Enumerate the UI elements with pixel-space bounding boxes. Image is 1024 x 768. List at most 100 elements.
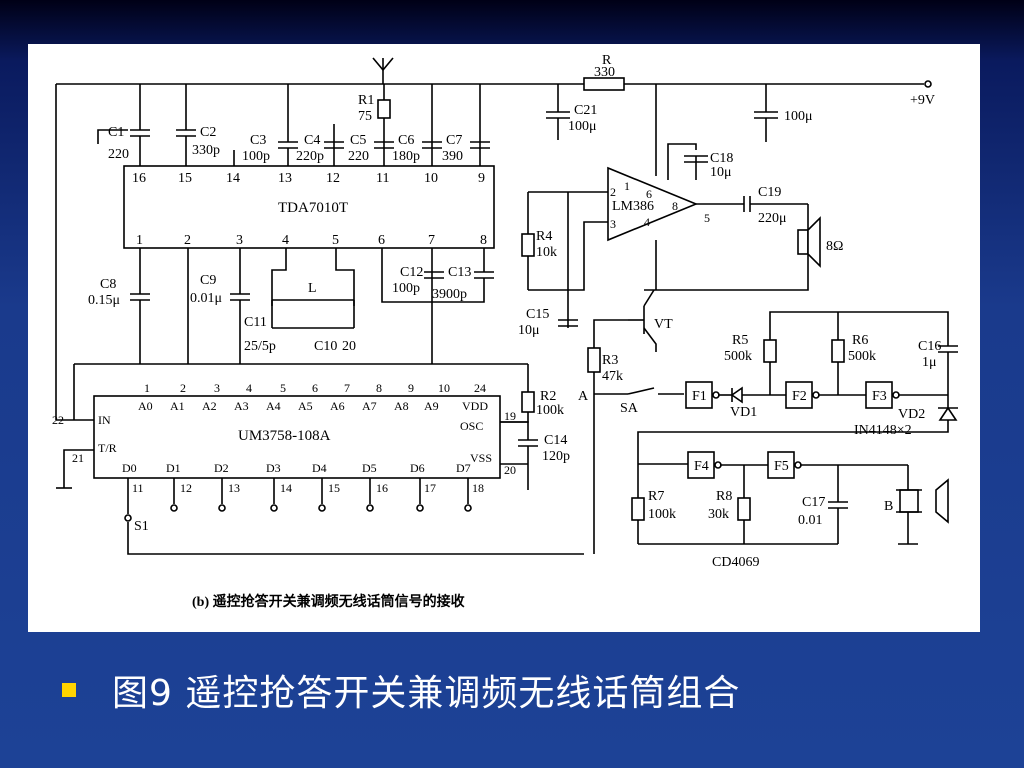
c18-value: 10μ xyxy=(710,165,732,180)
tda7010t-top-pins: 16 15 14 13 12 11 10 9 xyxy=(132,171,485,186)
pin-label: 4 xyxy=(282,233,289,248)
component-labels: C1 220 C2 330p C3 100p C4 220p C5 220 C6… xyxy=(88,53,941,570)
tda7010t-label: TDA7010T xyxy=(278,200,348,216)
pin-label: 15 xyxy=(178,171,192,186)
slide-caption: 图9 遥控抢答开关兼调频无线话筒组合 xyxy=(112,673,741,714)
r-label: R xyxy=(602,53,612,68)
r3-value: 47k xyxy=(602,369,623,384)
c13-label: C13 xyxy=(448,265,471,280)
c16-label: C16 xyxy=(918,339,941,354)
pin-label: 10 xyxy=(438,381,450,395)
pin-label: 13 xyxy=(278,171,292,186)
c1-label: C1 xyxy=(108,125,124,140)
pin-label: A5 xyxy=(298,399,313,413)
node-a-label: A xyxy=(578,389,589,404)
pin-label: 14 xyxy=(226,171,240,186)
r5-value: 500k xyxy=(724,349,752,364)
vd1-label: VD1 xyxy=(730,405,757,420)
pin-label: 6 xyxy=(312,381,318,395)
pin-label: 1 xyxy=(624,179,630,193)
c7-value: 390 xyxy=(442,149,463,164)
f4-label: F4 xyxy=(694,459,709,474)
um3758-label: UM3758-108A xyxy=(238,428,331,444)
pin-label: 1 xyxy=(144,381,150,395)
diode-note: IN4148×2 xyxy=(854,423,912,438)
pin-label: 9 xyxy=(408,381,414,395)
slide-bullet-line: 图9 遥控抢答开关兼调频无线话筒组合 xyxy=(62,662,740,718)
c2-value: 330p xyxy=(192,143,220,158)
tda7010t-bottom-pins: 1 2 3 4 5 6 7 8 xyxy=(136,233,487,248)
r6-value: 500k xyxy=(848,349,876,364)
c11-label: C11 xyxy=(244,315,267,330)
pin-label: 5 xyxy=(280,381,286,395)
c11-value: 25/5p xyxy=(244,339,276,354)
c5-label: C5 xyxy=(350,133,366,148)
pin-label: A6 xyxy=(330,399,345,413)
pin-label: A8 xyxy=(394,399,409,413)
pin-label: 9 xyxy=(478,171,485,186)
vss-label: VSS xyxy=(470,451,492,465)
pin-label: 24 xyxy=(474,381,486,395)
c14-value: 120p xyxy=(542,449,570,464)
pin-label: D6 xyxy=(410,461,425,475)
pin-label: 7 xyxy=(428,233,435,248)
r3-label: R3 xyxy=(602,353,618,368)
pin-label: A2 xyxy=(202,399,217,413)
f3-label: F3 xyxy=(872,389,887,404)
l-label: L xyxy=(308,281,317,296)
c9-value: 0.01μ xyxy=(190,291,222,306)
pin-label: 16 xyxy=(376,481,388,495)
c2-label: C2 xyxy=(200,125,216,140)
pin-label: 5 xyxy=(332,233,339,248)
c10-label: C10 xyxy=(314,339,337,354)
pin-label: A4 xyxy=(266,399,281,413)
f2-label: F2 xyxy=(792,389,807,404)
c3-value: 100p xyxy=(242,149,270,164)
vcc-label: +9V xyxy=(910,93,935,108)
pin-label: 6 xyxy=(378,233,385,248)
pin-label: 22 xyxy=(52,413,64,427)
c7-label: C7 xyxy=(446,133,462,148)
um3758-side-labels: VDD OSC VSS IN T/R 19 20 21 22 xyxy=(52,399,516,477)
pin-label: 20 xyxy=(504,463,516,477)
c18-label: C18 xyxy=(710,151,733,166)
pin-label: 3 xyxy=(610,217,616,231)
r-value: 330 xyxy=(594,65,615,80)
c-100u-label: 100μ xyxy=(784,109,813,124)
pin-label: 8 xyxy=(376,381,382,395)
pin-label: 12 xyxy=(180,481,192,495)
c9-label: C9 xyxy=(200,273,216,288)
r2-value: 100k xyxy=(536,403,564,418)
pin-label: 17 xyxy=(424,481,436,495)
c15-value: 10μ xyxy=(518,323,540,338)
r7-label: R7 xyxy=(648,489,664,504)
diagram-subcaption: (b) 遥控抢答开关兼调频无线话筒信号的接收 xyxy=(192,593,466,610)
c13-value: 3900p xyxy=(432,287,467,302)
r7-value: 100k xyxy=(648,507,676,522)
pin-label: A0 xyxy=(138,399,153,413)
s1-label: S1 xyxy=(134,519,149,534)
r8-value: 30k xyxy=(708,507,729,522)
bullet-square-icon xyxy=(62,683,76,697)
pin-label: 16 xyxy=(132,171,146,186)
lm386-pins: 1 2 3 4 5 6 8 xyxy=(610,179,710,231)
pin-label: 2 xyxy=(610,185,616,199)
c8-value: 0.15μ xyxy=(88,293,120,308)
pin-label: D3 xyxy=(266,461,281,475)
r4-value: 10k xyxy=(536,245,557,260)
pin-label: 3 xyxy=(236,233,243,248)
c4-value: 220p xyxy=(296,149,324,164)
circuit-diagram: TDA7010T 16 15 14 13 12 11 10 9 1 2 3 4 … xyxy=(52,53,958,610)
r6-label: R6 xyxy=(852,333,868,348)
um3758-a-labels: A0 A1 A2 A3 A4 A5 A6 A7 A8 A9 xyxy=(138,399,439,413)
c4-label: C4 xyxy=(304,133,320,148)
in-label: IN xyxy=(98,413,111,427)
um3758-bottom-pins: 11 12 13 14 15 16 17 18 xyxy=(132,481,484,495)
pin-label: 3 xyxy=(214,381,220,395)
pin-label: 12 xyxy=(326,171,340,186)
lm386-label: LM386 xyxy=(612,199,654,214)
c6-label: C6 xyxy=(398,133,414,148)
c5-value: 220 xyxy=(348,149,369,164)
r4-label: R4 xyxy=(536,229,552,244)
pin-label: 14 xyxy=(280,481,292,495)
